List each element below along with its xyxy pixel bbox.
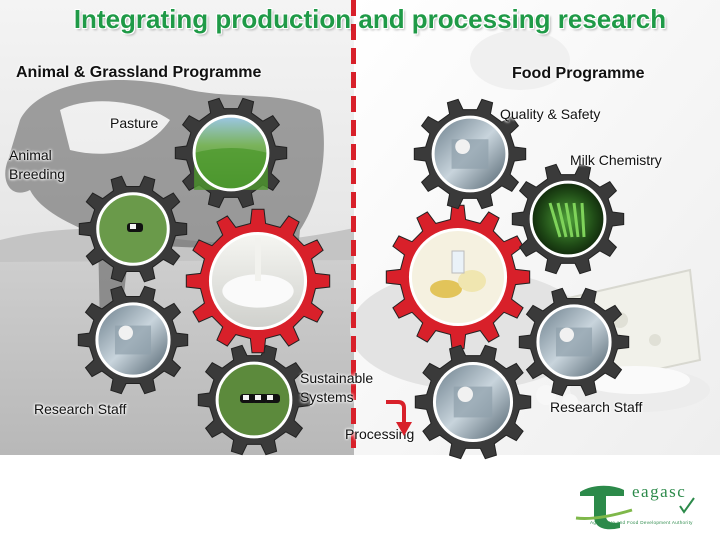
label-milk-chemistry: Milk Chemistry bbox=[570, 152, 662, 168]
label-sustainable-systems: Sustainable Systems bbox=[300, 370, 374, 405]
label-research-staff-right: Research Staff bbox=[550, 399, 643, 415]
curved-arrow-icon bbox=[386, 400, 412, 436]
teagasc-logo-icon bbox=[575, 485, 695, 530]
gear-sustainable-systems bbox=[197, 344, 311, 456]
gear-processing bbox=[414, 344, 532, 460]
gear-milk-production bbox=[185, 208, 331, 354]
gear-layer bbox=[77, 97, 630, 460]
logo-tagline: Agriculture and Food Development Authori… bbox=[590, 520, 693, 525]
gear-quality-safety bbox=[413, 98, 527, 210]
left-programme-heading: Animal & Grassland Programme bbox=[16, 64, 262, 81]
gear-research-staff-left bbox=[77, 285, 189, 395]
label-research-staff-left: Research Staff bbox=[34, 401, 127, 417]
label-quality-safety: Quality & Safety bbox=[500, 106, 601, 122]
gear-animal-breeding bbox=[78, 175, 188, 283]
gear-dairy-products bbox=[385, 204, 531, 350]
slide-title: Integrating production and processing re… bbox=[73, 4, 667, 34]
label-animal-breeding: Animal Breeding bbox=[9, 147, 66, 182]
logo-wordmark: eagasc bbox=[632, 482, 687, 501]
label-processing: Processing bbox=[345, 426, 415, 442]
gear-milk-chemistry bbox=[511, 163, 625, 275]
gear-pasture bbox=[174, 97, 288, 209]
label-pasture: Pasture bbox=[110, 115, 159, 131]
programme-divider bbox=[351, 0, 356, 455]
right-programme-heading: Food Programme bbox=[512, 65, 645, 82]
gear-research-staff-right bbox=[518, 287, 630, 397]
